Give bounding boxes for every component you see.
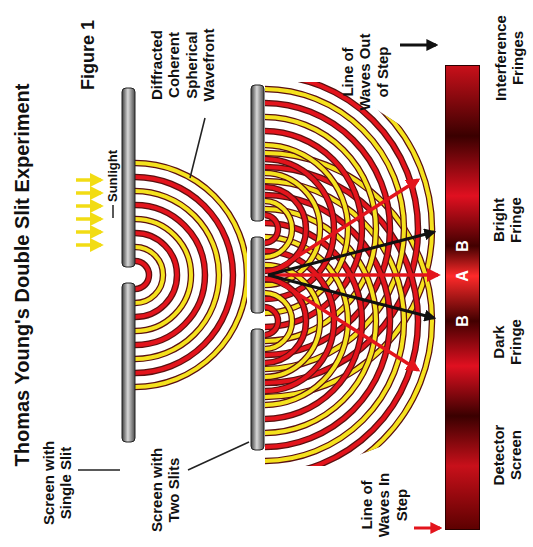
ray-arrow — [268, 232, 434, 275]
wavefront-outline — [264, 307, 278, 335]
leader-line — [190, 118, 205, 178]
fringe-label: Dark Fringe — [490, 310, 525, 375]
screen-part — [251, 85, 264, 221]
single-slit-wavefronts — [135, 163, 247, 387]
part-label: Diffracted Coherent Spherical Wavefront — [148, 18, 217, 113]
sun-ray — [76, 204, 101, 208]
out-of-step-arrow — [400, 44, 436, 47]
ray-arrow — [268, 180, 418, 275]
wavefront-outline — [135, 191, 219, 359]
wavefront-outline — [135, 163, 247, 387]
sun-ray — [76, 178, 101, 182]
fringe-letter: A — [454, 270, 472, 282]
wavefront — [264, 307, 278, 335]
screen-part — [251, 237, 264, 313]
sun-ray — [76, 230, 101, 234]
ray-arrows — [268, 180, 438, 370]
ray-arrow — [268, 275, 434, 318]
part-label: Screen with Single Slit — [40, 433, 75, 533]
leader-line — [112, 205, 114, 218]
wavefront — [135, 219, 191, 331]
wavefront — [135, 261, 149, 289]
wavefront — [135, 191, 219, 359]
screen-part — [251, 329, 264, 450]
fringe-letter: B — [454, 315, 472, 327]
source-label: Sunlight — [106, 150, 121, 202]
wavefront — [264, 153, 432, 489]
screen-part — [122, 283, 135, 442]
wavefront-outline — [264, 61, 432, 397]
wavefront-outline — [264, 279, 306, 363]
wavefront-outline — [135, 205, 205, 345]
wavefront — [135, 163, 247, 387]
wavefront — [264, 201, 292, 257]
ray-arrow — [268, 273, 438, 277]
detector-screen: B A B — [445, 65, 480, 530]
wavefront — [135, 247, 163, 303]
sun-ray — [76, 243, 101, 247]
ray-arrow — [268, 275, 418, 370]
wavefront — [264, 293, 292, 349]
part-label: Detector Screen — [490, 408, 525, 503]
wavefront-outline — [135, 219, 191, 331]
legend-label: Line of Waves In Step — [358, 466, 410, 544]
wavefront — [264, 61, 432, 397]
wavefront-outline — [264, 215, 278, 243]
wavefront-outline — [264, 153, 432, 489]
wavefront-outline — [135, 247, 163, 303]
wavefront-outline — [135, 177, 233, 373]
wavefront — [264, 187, 306, 271]
wavefront — [135, 205, 205, 345]
leader-line — [78, 469, 120, 471]
double-slit-screen — [251, 85, 264, 450]
wavefront-outline — [135, 233, 177, 317]
in-step-arrow — [414, 527, 440, 530]
wavefront-outline — [264, 201, 292, 257]
figure-number: Figure 1 — [78, 20, 99, 90]
screen-part — [122, 88, 135, 267]
leader-lines — [78, 118, 249, 470]
wavefront — [135, 177, 233, 373]
wavefront — [264, 215, 278, 243]
leader-line — [188, 442, 249, 470]
sun-ray — [76, 217, 101, 221]
part-label: Screen with Two Slits — [148, 443, 183, 538]
wavefront — [135, 233, 177, 317]
fringe-label: Bright Fringe — [490, 185, 525, 255]
part-label: Interference Fringes — [492, 8, 527, 108]
wavefront-outline — [264, 293, 292, 349]
wavefront-outline — [264, 187, 306, 271]
wavefront — [264, 279, 306, 363]
sun-ray — [76, 191, 101, 195]
single-slit-screen — [122, 88, 135, 442]
sunlight-arrows — [76, 180, 101, 245]
fringe-letter: B — [454, 240, 472, 252]
title: Thomas Young's Double Slit Experiment — [11, 84, 34, 467]
legend-label: Line of Waves Out of Step — [339, 30, 391, 115]
wavefront-outline — [135, 261, 149, 289]
